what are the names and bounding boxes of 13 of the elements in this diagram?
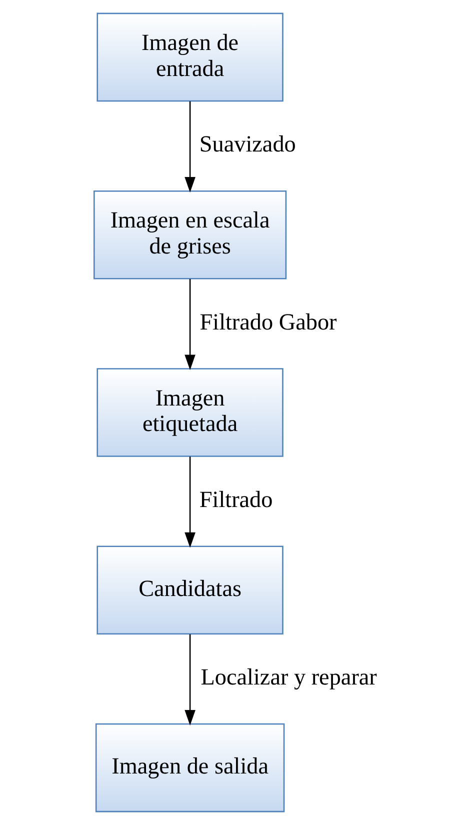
arrow [184,278,196,370]
node-box: Imagen en escala de grises [94,190,287,280]
node-box: Imagen de salida [95,723,285,812]
edge-label: Suavizado [199,132,296,158]
arrow [184,456,196,548]
arrow [184,101,196,193]
edge-label: Filtrado [199,486,273,513]
node-box: Candidatas [96,546,284,635]
edge-label: Filtrado Gabor [200,309,337,336]
node-box: Imagen de entrada [96,12,284,102]
edge-label: Localizar y reparar [200,664,377,691]
node-box: Imagen etiquetada [96,368,284,457]
arrow [184,634,196,726]
